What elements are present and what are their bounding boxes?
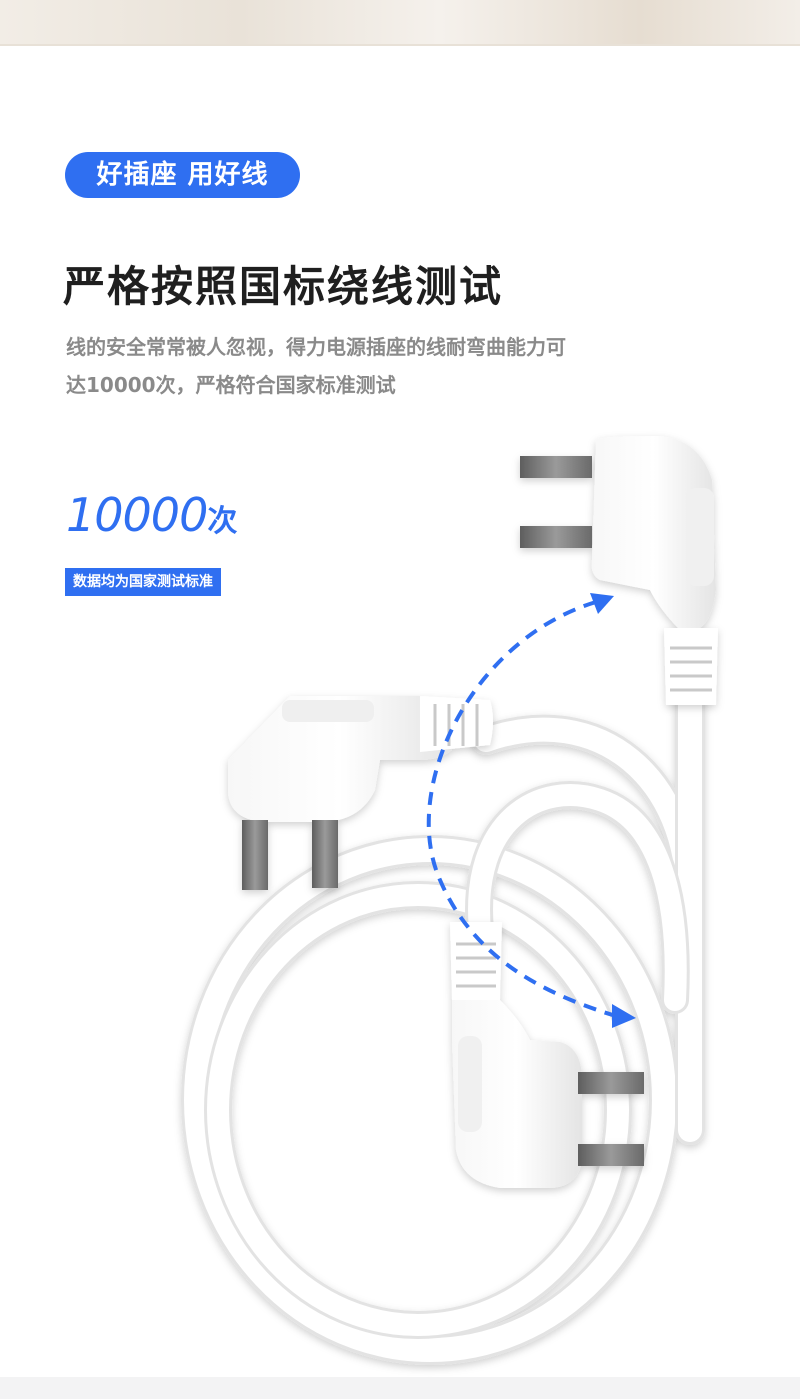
prong-bottom-lower [578, 1144, 644, 1166]
plug-left [228, 696, 493, 890]
bend-count-stat: 10000次 [66, 488, 237, 542]
prong-upper [520, 456, 592, 478]
slogan-badge: 好插座 用好线 [65, 152, 300, 198]
top-banner-strip [0, 0, 800, 46]
prong-bottom-upper [578, 1072, 644, 1094]
bottom-divider [0, 1377, 800, 1399]
description-line-1: 线的安全常常被人忽视，得力电源插座的线耐弯曲能力可 [66, 335, 566, 359]
plug-top-right [520, 436, 718, 705]
plug-bottom [450, 922, 644, 1188]
prong-left-a [242, 820, 268, 890]
page-title: 严格按照国标绕线测试 [63, 262, 504, 311]
stat-unit: 次 [207, 504, 237, 539]
arrow-head-bottom [612, 1004, 636, 1028]
description-text: 线的安全常常被人忽视，得力电源插座的线耐弯曲能力可 达10000次，严格符合国家… [66, 328, 686, 404]
arrow-head-top [590, 593, 614, 614]
prong-left-b [312, 820, 338, 888]
description-line-2: 达10000次，严格符合国家标准测试 [66, 373, 396, 397]
stat-value: 10000 [66, 488, 208, 542]
bend-direction-arrow [426, 593, 636, 1028]
cable-coil [181, 685, 705, 1365]
standard-note-badge: 数据均为国家测试标准 [65, 568, 221, 596]
prong-lower [520, 526, 592, 548]
